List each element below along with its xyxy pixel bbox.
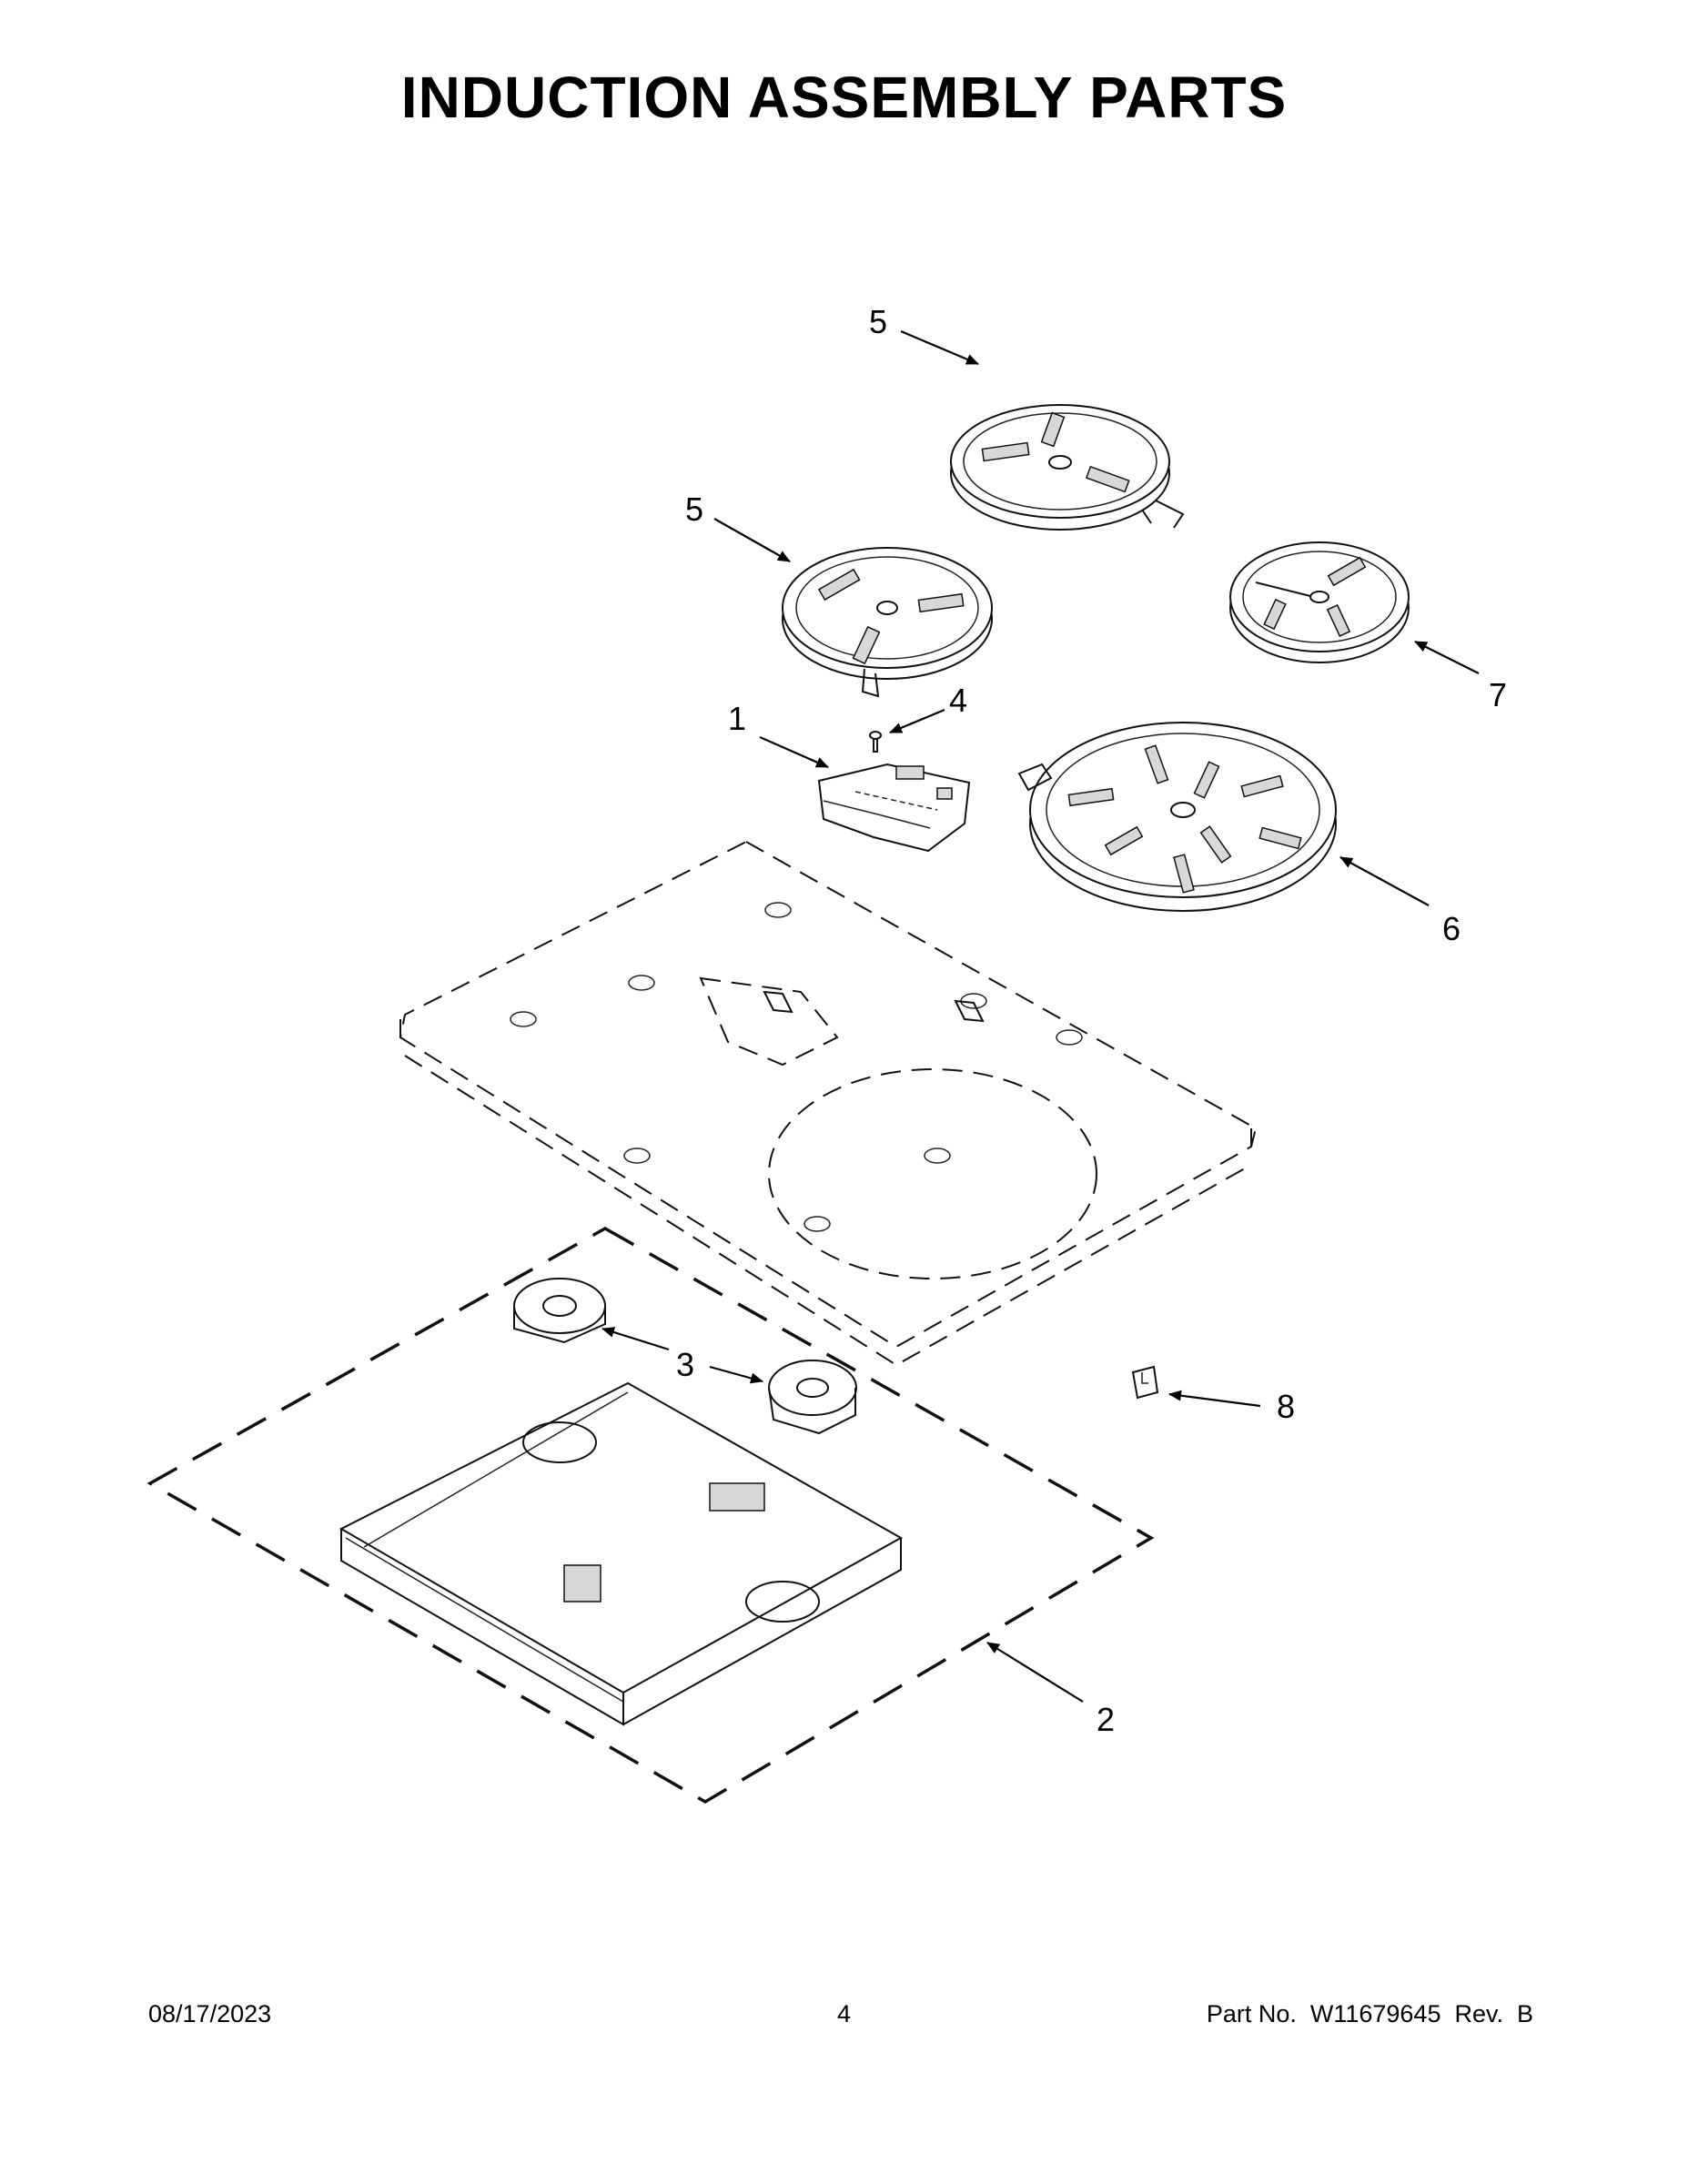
cooktop-base-plate-outline: [399, 840, 1258, 1367]
induction-coil-top: [950, 404, 1185, 531]
callout-4: 4: [949, 682, 967, 719]
footer-part-info: Part No. W11679645 Rev. B: [1206, 2000, 1533, 2027]
footer-date: 08/17/2023: [148, 2000, 272, 2027]
clip: [1131, 1365, 1159, 1400]
callout-7: 7: [1489, 676, 1507, 713]
control-board: [817, 763, 971, 853]
callout-5-top: 5: [869, 303, 887, 340]
screw: [869, 731, 882, 753]
callout-6: 6: [1442, 910, 1461, 947]
footer-page-number: 4: [836, 2000, 852, 2027]
callout-5-left: 5: [685, 490, 703, 528]
callout-8: 8: [1277, 1388, 1295, 1425]
cooling-fan-left: [513, 1278, 606, 1344]
induction-coil-left: [782, 547, 993, 698]
lower-housing-assembly: [147, 1226, 1155, 1805]
cooling-fan-right: [768, 1360, 857, 1435]
callout-3: 3: [676, 1346, 694, 1383]
callout-arrows: [601, 329, 1480, 1703]
callout-1: 1: [728, 700, 746, 737]
induction-coil-large: [1017, 722, 1337, 912]
induction-coil-small: [1229, 541, 1410, 663]
callout-2: 2: [1097, 1701, 1115, 1738]
page-title: INDUCTION ASSEMBLY PARTS: [400, 65, 1288, 130]
